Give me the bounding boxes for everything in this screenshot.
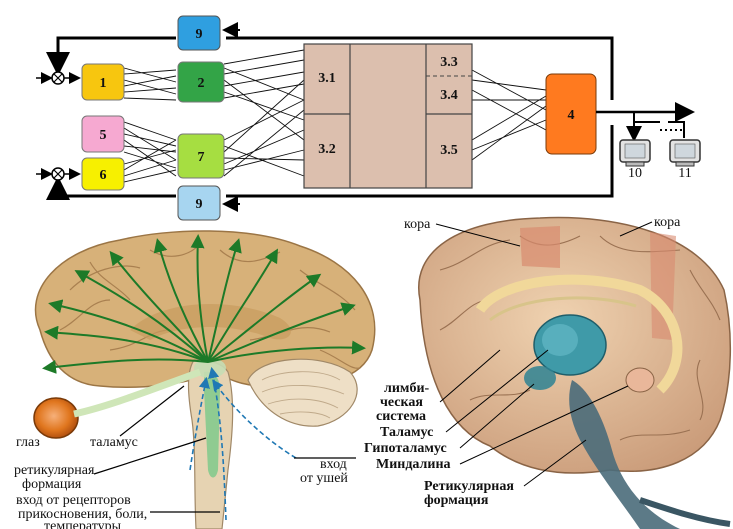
block-7: 7	[178, 134, 224, 178]
block-2: 2	[178, 62, 224, 102]
svg-text:3.5: 3.5	[440, 143, 458, 158]
label-limbic-1: лимби-	[384, 381, 430, 396]
branch-line	[634, 112, 684, 138]
label-reticular-right-1: Ретикулярная	[424, 479, 514, 494]
monitor-10: 10	[620, 140, 650, 181]
monitor-11: 11	[670, 140, 700, 181]
block-9-top: 9	[178, 16, 220, 50]
amygdala-right	[626, 368, 654, 392]
label-receptors-1: вход от рецепторов	[16, 493, 131, 508]
label-limbic-2: ческая	[380, 395, 423, 410]
label-ears-1: вход	[320, 457, 347, 472]
label-thalamus-right: Таламус	[380, 425, 433, 440]
summator-top	[36, 72, 78, 84]
svg-text:9: 9	[196, 27, 203, 42]
svg-text:10: 10	[628, 166, 642, 181]
svg-text:3.4: 3.4	[440, 88, 458, 103]
left-brain-illustration: глаз таламус ретикулярная формация вход …	[14, 231, 375, 529]
block-3: 3.1 3.2 3.3 3.4 3.5	[304, 44, 472, 188]
label-reticular-1: ретикулярная	[14, 463, 95, 478]
label-amygdala: Миндалина	[376, 457, 451, 472]
summator-bottom	[36, 168, 78, 180]
label-cortex-right: кора	[654, 215, 681, 230]
block-9-bottom: 9	[178, 186, 220, 220]
block-6: 6	[82, 158, 124, 190]
svg-text:9: 9	[196, 197, 203, 212]
svg-text:3.3: 3.3	[440, 55, 458, 70]
svg-text:7: 7	[198, 150, 205, 165]
label-reticular-2: формация	[22, 477, 82, 492]
thalamus-right-inner	[542, 324, 578, 356]
label-hypothalamus: Гипоталамус	[364, 441, 447, 456]
label-thalamus: таламус	[90, 435, 138, 450]
label-limbic-3: система	[376, 409, 426, 424]
right-brain-illustration: кора кора лимби- ческая система Таламус …	[364, 215, 730, 529]
svg-text:3.2: 3.2	[318, 142, 336, 157]
block-1: 1	[82, 64, 124, 100]
label-cortex-left: кора	[404, 217, 431, 232]
block-5: 5	[82, 116, 124, 152]
cortex-highlight-left	[520, 226, 560, 268]
label-receptors-3: температуры	[44, 519, 122, 529]
label-ears-2: от ушей	[300, 471, 348, 486]
svg-text:4: 4	[568, 108, 575, 123]
block-diagram: 1 2 5 6 7 9 9	[36, 16, 700, 220]
block-4: 4	[546, 74, 596, 154]
eye-icon	[34, 398, 78, 438]
svg-text:2: 2	[198, 76, 205, 91]
svg-text:11: 11	[678, 166, 691, 181]
svg-text:3.1: 3.1	[318, 71, 336, 86]
label-reticular-right-2: формация	[424, 493, 489, 508]
svg-text:1: 1	[100, 76, 107, 91]
svg-text:5: 5	[100, 128, 107, 143]
hypothalamus-right	[524, 366, 556, 390]
label-eye: глаз	[16, 435, 40, 450]
svg-text:6: 6	[100, 168, 107, 183]
